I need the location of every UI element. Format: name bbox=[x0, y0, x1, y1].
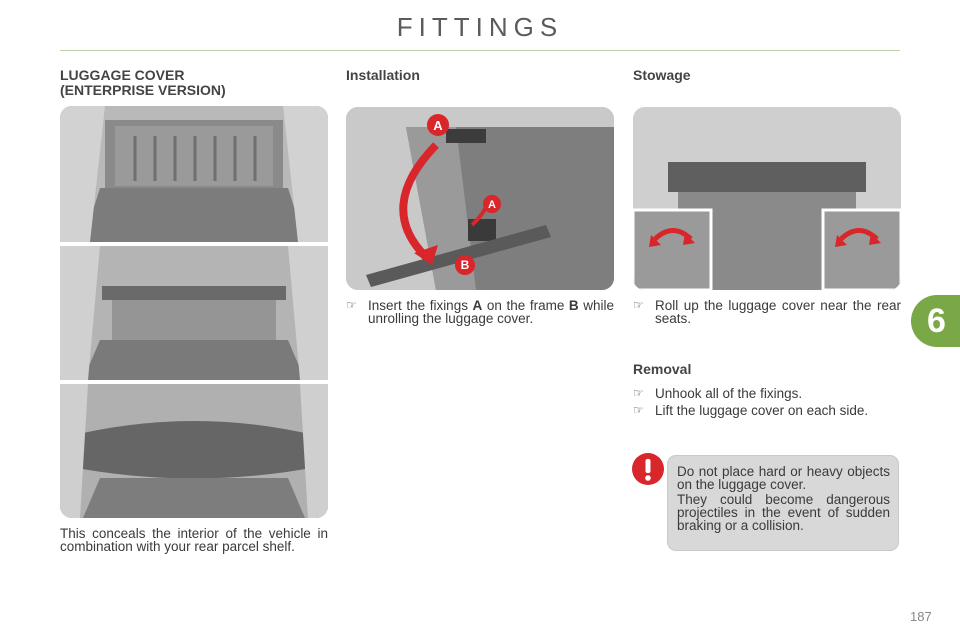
header-divider bbox=[60, 50, 900, 51]
installation-bullet-text: Insert the fixings A on the frame B whil… bbox=[368, 298, 614, 326]
luggage-cover-title: LUGGAGE COVER (ENTERPRISE VERSION) bbox=[60, 68, 226, 98]
stowage-bullet-text: Roll up the luggage cover near the rear … bbox=[655, 298, 901, 326]
removal-bullet-2-text: Lift the luggage cover on each side. bbox=[655, 403, 869, 418]
warning-text-2: They could become dangerous projectiles … bbox=[677, 492, 890, 533]
installation-bullet: ☞ Insert the fixings A on the frame B wh… bbox=[346, 299, 614, 327]
luggage-cover-title-line2: (ENTERPRISE VERSION) bbox=[60, 82, 226, 98]
stowage-photo bbox=[633, 107, 901, 290]
luggage-cover-caption: This conceals the interior of the vehicl… bbox=[60, 526, 328, 554]
pointing-hand-icon: ☞ bbox=[633, 298, 644, 312]
stowage-bullet: ☞ Roll up the luggage cover near the rea… bbox=[633, 299, 901, 327]
photo-label-a1: A bbox=[433, 118, 443, 133]
pointing-hand-icon: ☞ bbox=[633, 403, 644, 417]
photo-label-a2: A bbox=[488, 199, 496, 211]
warning-box: Do not place hard or heavy objects on th… bbox=[667, 455, 899, 551]
warning-text-1: Do not place hard or heavy objects on th… bbox=[677, 464, 890, 492]
pointing-hand-icon: ☞ bbox=[346, 298, 357, 312]
removal-bullet-1-text: Unhook all of the fixings. bbox=[655, 386, 803, 401]
photo-label-b: B bbox=[461, 258, 470, 272]
installation-title: Installation bbox=[346, 67, 420, 83]
chapter-tab[interactable]: 6 bbox=[911, 295, 960, 347]
pointing-hand-icon: ☞ bbox=[633, 386, 644, 400]
installation-photo: A A B bbox=[346, 107, 614, 290]
luggage-cover-title-line1: LUGGAGE COVER bbox=[60, 67, 185, 83]
page-title: FITTINGS bbox=[396, 12, 564, 42]
removal-bullet-2: ☞ Lift the luggage cover on each side. bbox=[633, 404, 901, 418]
removal-bullet-1: ☞ Unhook all of the fixings. bbox=[633, 387, 901, 401]
exclamation-warning-icon bbox=[632, 453, 664, 485]
stowage-title: Stowage bbox=[633, 67, 691, 83]
luggage-cover-photo bbox=[60, 106, 328, 518]
page-number: 187 bbox=[910, 609, 932, 624]
removal-title: Removal bbox=[633, 361, 692, 377]
